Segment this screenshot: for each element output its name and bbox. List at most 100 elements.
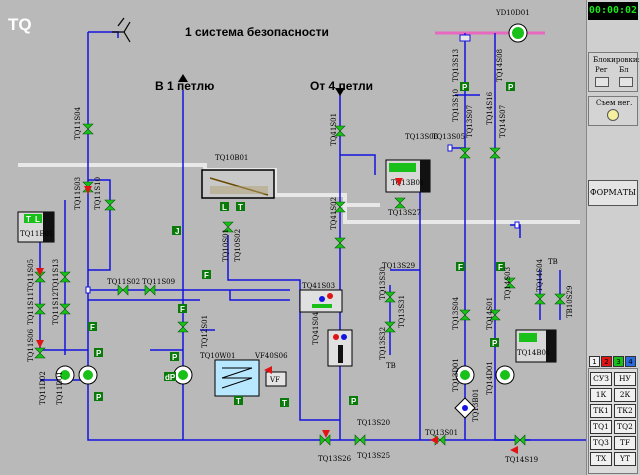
pump-tq14d01[interactable] xyxy=(495,365,515,385)
label-tq13s32: TQ13S32 xyxy=(379,327,387,360)
label-tq13s13: TQ13S13 xyxy=(452,49,460,82)
label-tq13s26: TQ13S26 xyxy=(318,455,352,463)
btn-tq3[interactable]: TQ3 xyxy=(590,436,612,450)
label-tq14d01: TQ14D01 xyxy=(486,361,494,395)
label-tq10w01: TQ10W01 xyxy=(200,352,235,360)
lock-title: Блокировки: xyxy=(593,56,640,64)
tank-signal-t: T xyxy=(26,215,31,224)
scheme-heading: 1 система безопасности xyxy=(185,25,329,39)
sig-p5: P xyxy=(508,83,514,92)
btn-tq2[interactable]: TQ2 xyxy=(614,420,636,434)
btn-nu[interactable]: НУ xyxy=(614,372,636,386)
label-tq14s04: TQ14S04 xyxy=(536,258,544,292)
label-tq10b01: TQ10B01 xyxy=(215,154,248,162)
lock-panel: Блокировки: Рег Бл xyxy=(588,52,640,92)
pump-yd10d01[interactable] xyxy=(508,23,528,43)
pump-tq11d02[interactable] xyxy=(78,365,98,385)
tq41s03-panel[interactable] xyxy=(299,289,343,313)
tank-tq10b01[interactable] xyxy=(201,169,275,199)
vf-box[interactable] xyxy=(265,371,287,387)
sig-p3: P xyxy=(172,353,178,362)
sig-p1: P xyxy=(96,349,102,358)
label-tq13s29: TQ13S29 xyxy=(382,262,415,270)
label-tq11s10: TQ11S10 xyxy=(94,177,102,210)
label-tq13b01: TQ13B01 xyxy=(391,179,424,187)
btn-tk2[interactable]: ТК2 xyxy=(614,404,636,418)
loop1-label: В 1 петлю xyxy=(155,79,214,93)
pump-tq12s01[interactable] xyxy=(173,365,193,385)
sig-dp: dP xyxy=(165,373,176,382)
tank-signal-l: L xyxy=(35,215,40,224)
app-title: TQ xyxy=(8,15,32,34)
label-tq41s01: TQ41S01 xyxy=(330,113,338,146)
tab-4[interactable]: 4 xyxy=(625,356,636,367)
label-tq14s01: TQ14S01 xyxy=(486,297,494,330)
pump-tq11d01[interactable] xyxy=(55,365,75,385)
label-tb1: TB xyxy=(386,362,396,370)
label-tq13s31: TQ13S31 xyxy=(398,295,406,328)
label-tq13s01: TQ13S01 xyxy=(425,429,458,437)
btn-tf[interactable]: TF xyxy=(614,436,636,450)
arrow-up-icon xyxy=(178,74,188,82)
sig-p7: P xyxy=(492,339,498,348)
btn-yt[interactable]: YT xyxy=(614,452,636,466)
sig-f4: F xyxy=(458,263,463,272)
label-tq13s30: TQ13S30 xyxy=(379,267,387,300)
label-tq11s11: TQ11S11 xyxy=(27,292,35,325)
label-tq13s10: TQ13S10 xyxy=(452,89,460,122)
label-tq11s04: TQ11S04 xyxy=(74,106,82,140)
formats-button[interactable]: ФОРМАТЫ xyxy=(588,180,638,206)
label-vf40s06: VF40S06 xyxy=(254,352,288,360)
filter-tq13[interactable] xyxy=(454,397,476,419)
label-tq41s03: TQ41S03 xyxy=(302,282,335,290)
sig-j: J xyxy=(175,227,179,236)
label-tq10s02: TQ10S02 xyxy=(234,229,242,262)
mnemonic-scheme: TQ 1 система безопасности В 1 петлю От 4… xyxy=(0,0,586,475)
label-tq13b01-bottom: TQ13B01 xyxy=(472,389,480,422)
btn-tx[interactable]: TX xyxy=(590,452,612,466)
label-tq13s05: TQ13S05 xyxy=(432,133,465,141)
label-tq13s07: TQ13S07 xyxy=(466,105,474,138)
sig-f3: F xyxy=(204,271,209,280)
label-tq13s06: TQ13S06 xyxy=(405,133,439,141)
reg-toggle[interactable] xyxy=(595,77,609,87)
label-tq13s25: TQ13S25 xyxy=(357,452,390,460)
tq41s04-panel[interactable] xyxy=(327,329,353,367)
label-tq14b01: TQ14B01 xyxy=(517,349,550,357)
btn-tk1[interactable]: ТК1 xyxy=(590,404,612,418)
arrow-down-icon xyxy=(335,88,345,96)
pump-tq13d01[interactable] xyxy=(455,365,475,385)
sig-p4: P xyxy=(351,397,357,406)
btn-1k[interactable]: 1К xyxy=(590,388,612,402)
label-tq41s02: TQ41S02 xyxy=(330,197,338,230)
tank-tq14b01[interactable] xyxy=(515,329,557,363)
equipment-labels: TQ11S02 TQ11S09 TQ13S06 TQ13S05 TQ13S27 … xyxy=(107,133,558,464)
tab-3[interactable]: 3 xyxy=(613,356,624,367)
label-tq14s07: TQ14S07 xyxy=(499,105,507,138)
lamp-icon[interactable] xyxy=(607,109,619,121)
sig-p2: P xyxy=(96,393,102,402)
sig-t2: T xyxy=(236,397,241,406)
signal-blocks xyxy=(88,82,515,407)
alarm-markers xyxy=(36,178,518,454)
label-tq11s06: TQ11S06 xyxy=(27,328,35,362)
tab-2[interactable]: 2 xyxy=(601,356,612,367)
label-tq14s19: TQ14S19 xyxy=(505,456,538,464)
btn-tq1[interactable]: TQ1 xyxy=(590,420,612,434)
heat-exchanger-tq10w01[interactable] xyxy=(214,359,260,397)
label-tq11s05: TQ11S05 xyxy=(27,259,35,292)
label-tq11s03: TQ11S03 xyxy=(74,177,82,210)
label-tb2: TB xyxy=(548,258,558,266)
btn-suz[interactable]: СУЗ xyxy=(590,372,612,386)
tank-tq11b01[interactable] xyxy=(17,211,55,243)
label-tq11s13: TQ11S13 xyxy=(52,259,60,292)
label-tq13s20: TQ13S20 xyxy=(357,419,390,427)
tab-1[interactable]: 1 xyxy=(589,356,600,367)
btn-2k[interactable]: 2К xyxy=(614,388,636,402)
sig-f5: F xyxy=(498,263,503,272)
flange-markers xyxy=(85,34,520,294)
tank-tq13b01[interactable] xyxy=(385,159,431,193)
sig-f2: F xyxy=(180,305,185,314)
bl-toggle[interactable] xyxy=(619,77,633,87)
label-tq12s01: TQ12S01 xyxy=(201,315,209,348)
